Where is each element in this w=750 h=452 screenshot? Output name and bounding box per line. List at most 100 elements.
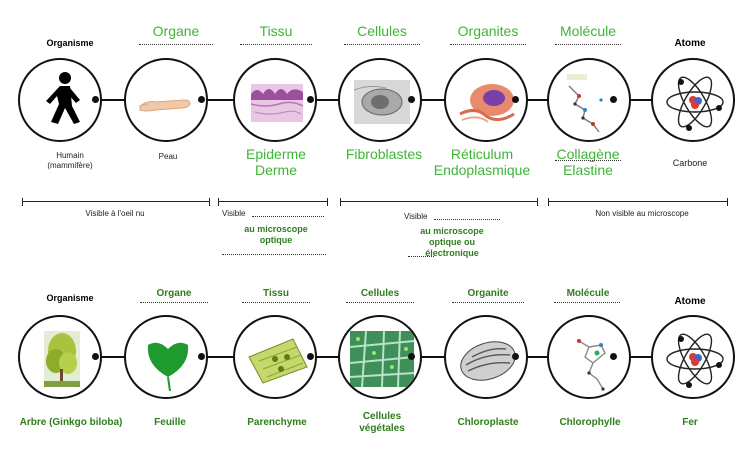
scale-label-electron-main: au microscope optique ou électronique [420, 226, 484, 258]
row2-header-molecule: Molécule [566, 288, 610, 299]
row1-header-tissue-underline [240, 44, 312, 45]
row1-header-organ: Organe [152, 23, 200, 39]
row1-organelles-circle [444, 58, 528, 142]
row2-example-organism: Arbre (Ginkgo biloba) [19, 417, 123, 428]
row2-connector-4 [408, 356, 452, 358]
row2-example-organelle: Chloroplaste [457, 417, 519, 428]
row1-organ-circle [124, 58, 208, 142]
row1-header-organelles: Organites [457, 23, 519, 39]
scale-bracket-electron [340, 198, 538, 206]
row2-connector-5 [513, 356, 553, 358]
row1-atom-circle [651, 58, 735, 142]
row1-header-molecule-underline [555, 44, 621, 45]
row2-header-molecule-underline [554, 302, 620, 303]
scale-bracket-not-visible [548, 198, 728, 206]
row2-dot-3 [307, 353, 314, 360]
row2-organ-circle [124, 315, 208, 399]
row1-header-cells-underline [344, 44, 420, 45]
atom-icon [666, 333, 724, 388]
scale-label-naked-eye: Visible à l'oeil nu [85, 209, 145, 218]
row2-dot-5 [512, 353, 519, 360]
row1-header-cells: Cellules [357, 23, 407, 39]
row2-header-cells-underline [346, 302, 414, 303]
scale-electron-dots-2 [408, 256, 434, 257]
row2-connector-2 [201, 356, 243, 358]
row1-example-tissue: Epiderme Derme [246, 146, 306, 178]
row2-header-organ: Organe [156, 288, 192, 299]
row1-example-organism: Humain (mammifère) [47, 151, 93, 170]
scale-bracket-naked-eye [22, 198, 210, 206]
row2-example-atom: Fer [682, 417, 698, 428]
row1-molecule-circle [547, 58, 631, 142]
scale-label-not-visible: Non visible au microscope [595, 209, 689, 218]
row2-cells-circle [338, 315, 422, 399]
row1-example-molecule: Collagène Elastine [556, 146, 620, 178]
row2-molecule-circle [547, 315, 631, 399]
scale-bracket-optical [218, 198, 328, 206]
row1-tissue-circle [233, 58, 317, 142]
row1-dot-6 [610, 96, 617, 103]
row1-connector-5 [513, 99, 553, 101]
row1-header-organelles-underline [450, 44, 526, 45]
row1-dot-2 [198, 96, 205, 103]
chloroplast-micrograph [460, 341, 516, 381]
scale-label-optical-main: au microscope optique [244, 224, 308, 245]
ginkgo-leaf-icon [147, 342, 189, 392]
row2-header-tissue: Tissu [263, 288, 289, 299]
collagen-molecule-model [567, 74, 603, 133]
scale-label-electron-prefix: Visible [404, 212, 428, 221]
row2-connector-3 [305, 356, 348, 358]
row2-header-organelle: Organite [467, 288, 509, 299]
row1-organism-circle [18, 58, 102, 142]
atom-icon [666, 76, 724, 131]
row2-header-cells: Cellules [360, 288, 400, 299]
row2-dot-4 [408, 353, 415, 360]
arm-skin-image [139, 99, 191, 112]
row2-header-atom: Atome [674, 296, 706, 307]
row1-header-molecule: Molécule [559, 23, 617, 39]
row1-dot-5 [512, 96, 519, 103]
row2-tissue-circle [233, 315, 317, 399]
row2-dot-1 [92, 353, 99, 360]
scale-electron-dots-1 [434, 219, 500, 220]
row1-header-organism: Organisme [46, 38, 94, 48]
row2-organism-circle [18, 315, 102, 399]
plant-cells-micrograph [349, 330, 415, 388]
row1-dot-1 [92, 96, 99, 103]
row1-header-organ-underline [139, 44, 213, 45]
row2-example-cells: Cellules végétales [359, 411, 405, 434]
row1-connector-4 [408, 99, 452, 101]
row2-dot-2 [198, 353, 205, 360]
endoplasmic-reticulum-illustration [459, 84, 515, 123]
row2-example-organ: Feuille [154, 417, 186, 428]
row1-example-organ: Peau [158, 152, 178, 161]
ginkgo-tree-photo [44, 331, 80, 387]
skin-tissue-micrograph [250, 84, 304, 122]
row2-example-molecule: Chlorophylle [559, 417, 621, 428]
scale-optical-dots-2 [222, 254, 326, 255]
row2-dot-6 [610, 353, 617, 360]
row2-example-tissue: Parenchyme [247, 417, 307, 428]
scale-label-optical-prefix: Visible [222, 209, 246, 218]
row2-header-organ-underline [140, 302, 208, 303]
row1-example-cells: Fibroblastes [345, 146, 423, 162]
row1-connector-1 [93, 99, 141, 101]
row2-atom-circle [651, 315, 735, 399]
row1-example-organelles: Réticulum Endoplasmique [433, 146, 531, 178]
row1-dot-3 [307, 96, 314, 103]
fibroblast-micrograph [353, 80, 410, 124]
row1-header-atom: Atome [674, 38, 706, 49]
row2-header-tissue-underline [242, 302, 310, 303]
row1-connector-2 [201, 99, 243, 101]
row2-connector-1 [93, 356, 141, 358]
row2-header-organism: Organisme [46, 293, 94, 303]
row2-connector-6 [612, 356, 656, 358]
row1-header-tissue: Tissu [259, 23, 293, 39]
row1-connector-6 [612, 99, 656, 101]
row1-example-atom: Carbone [672, 158, 708, 168]
walking-person-icon [46, 72, 80, 124]
row1-dot-4 [408, 96, 415, 103]
row1-connector-3 [305, 99, 348, 101]
row2-header-organelle-underline [452, 302, 524, 303]
scale-optical-dots-1 [252, 216, 324, 217]
